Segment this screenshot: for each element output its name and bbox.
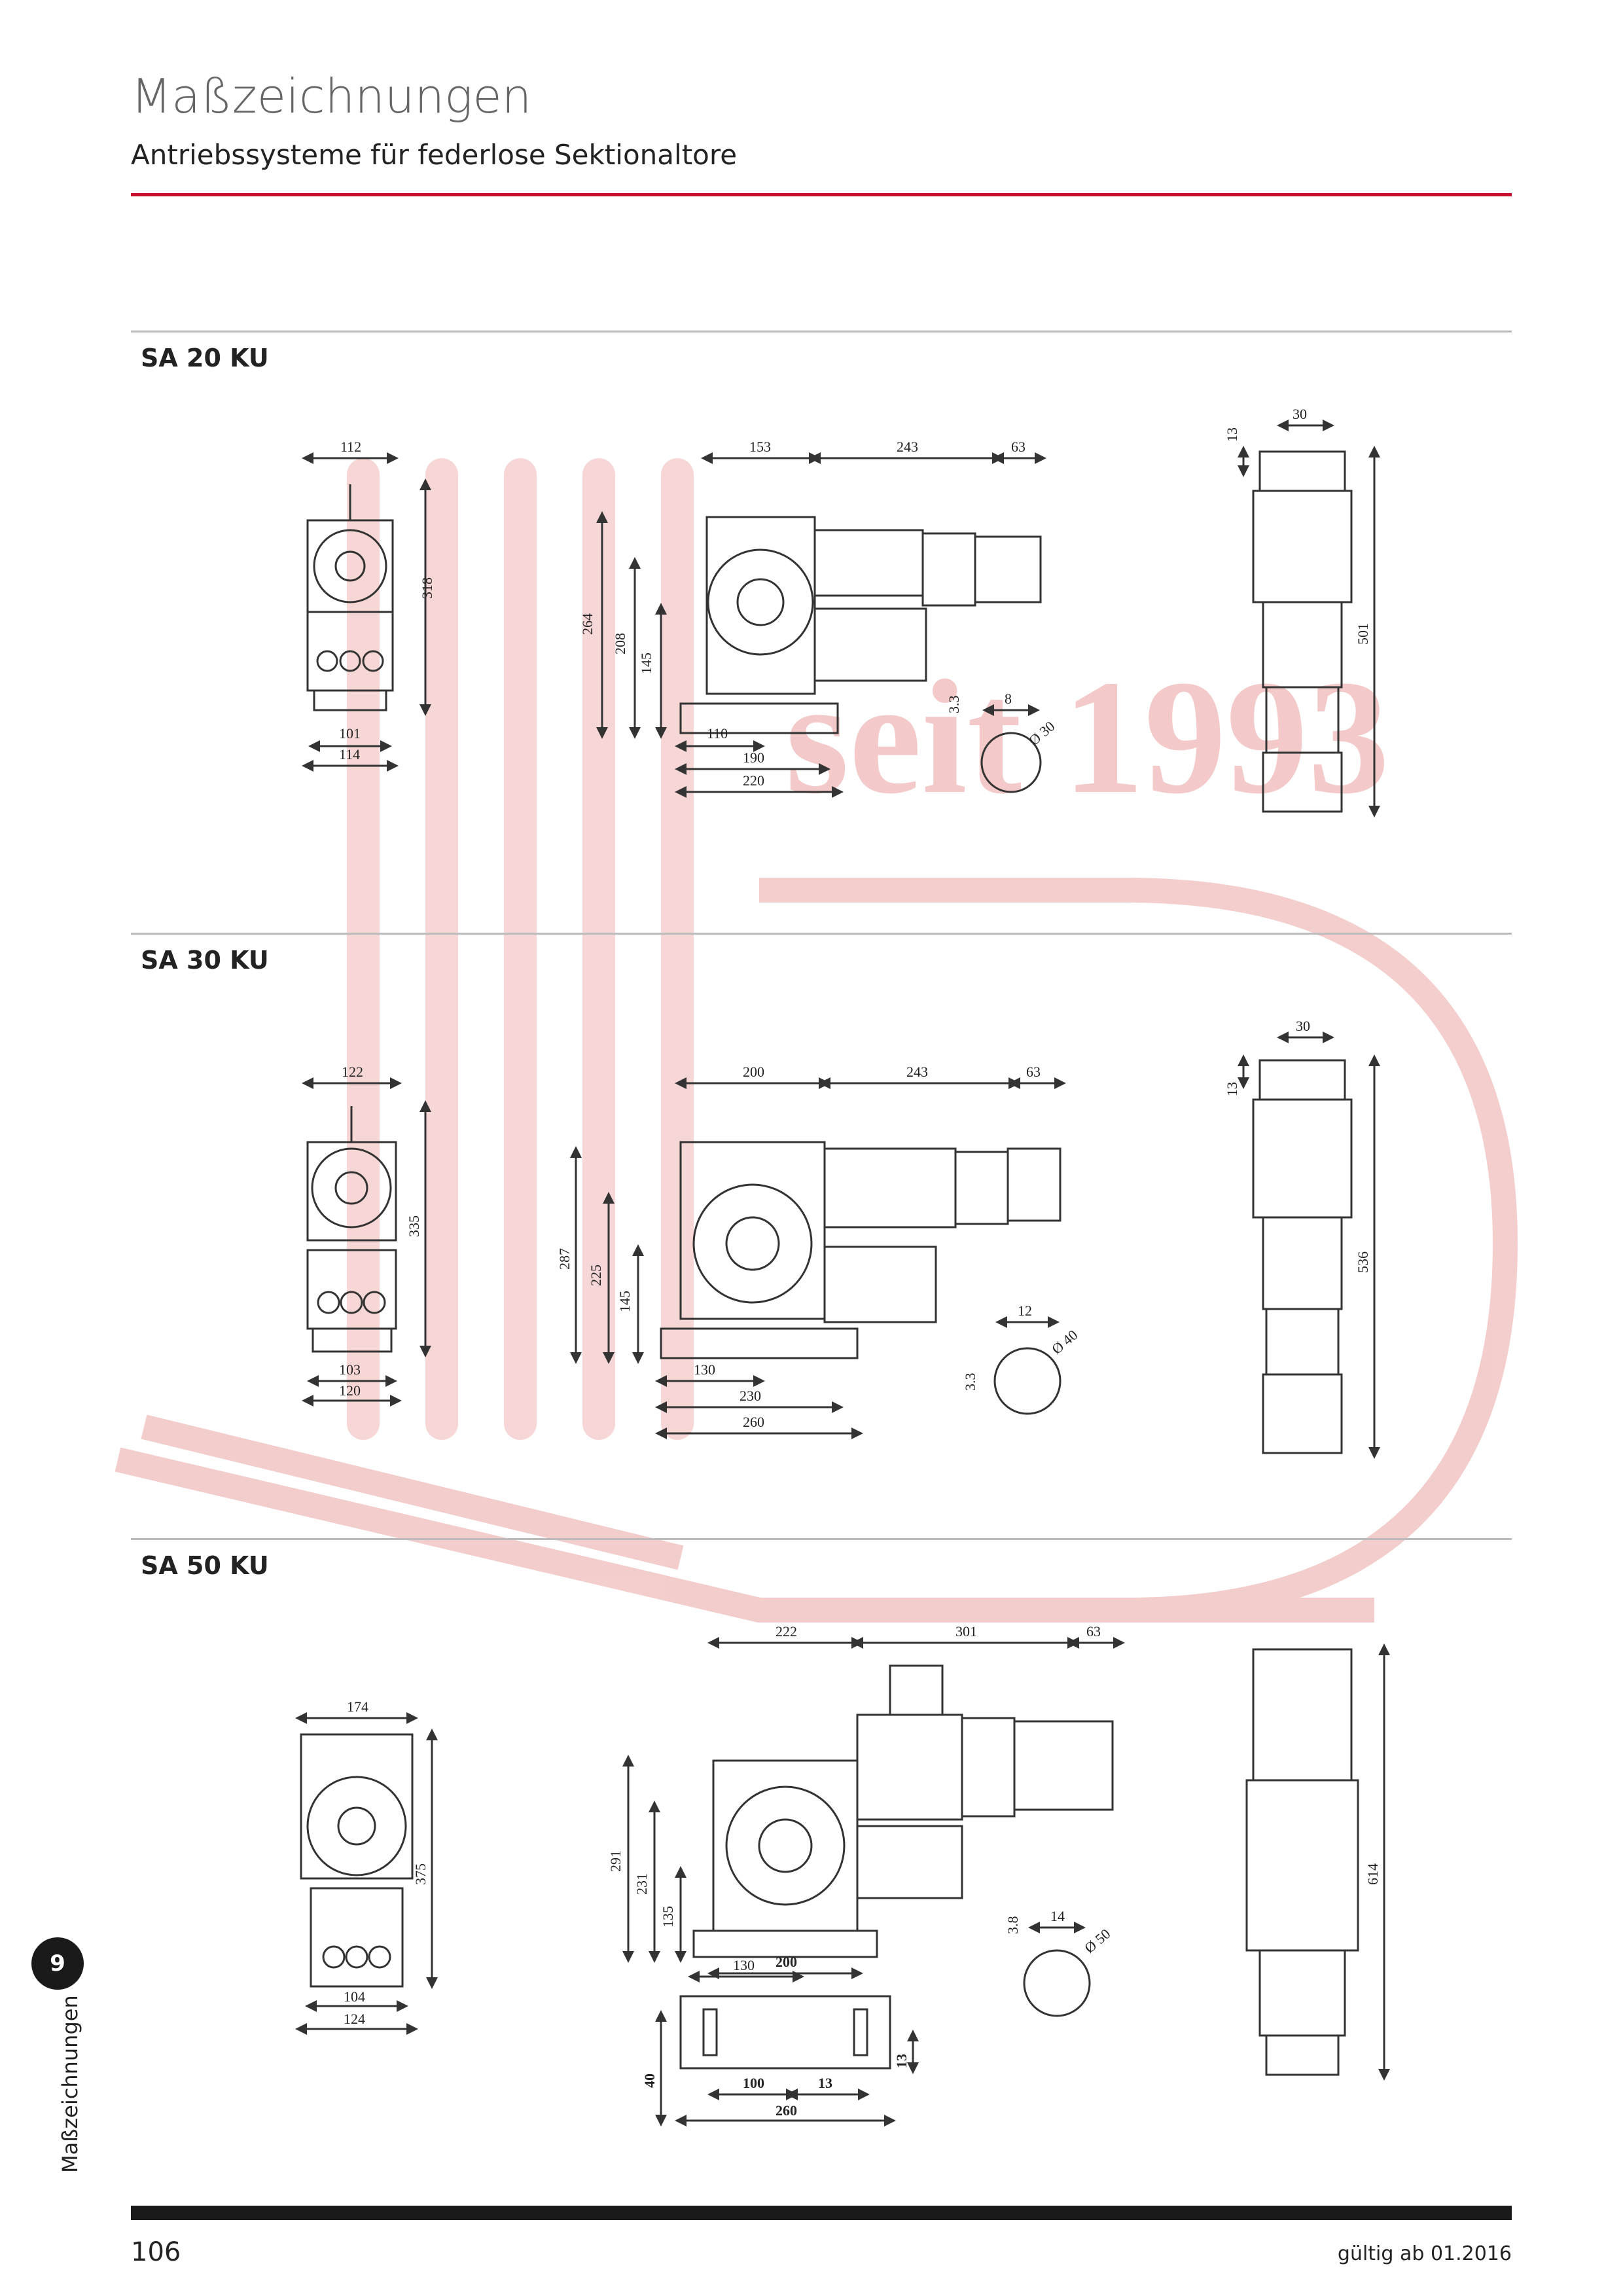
dim-label: 200 xyxy=(776,1954,797,1970)
dim-label: 14 xyxy=(1050,1908,1065,1924)
section-divider xyxy=(131,331,1512,332)
dim-label: 112 xyxy=(340,439,361,455)
chapter-badge: 9 xyxy=(31,1937,84,1990)
header-divider xyxy=(131,193,1512,196)
dim-label: 536 xyxy=(1355,1251,1371,1273)
dim-label: 174 xyxy=(347,1698,368,1715)
sa30-end-view xyxy=(1238,1031,1380,1459)
dim-label: 40 xyxy=(641,2073,658,2088)
sa30-front-view xyxy=(302,1077,431,1407)
dim-label: Ø 30 xyxy=(1026,718,1058,749)
sa20-shaft xyxy=(980,704,1042,793)
dim-label: 122 xyxy=(342,1064,363,1080)
sa20-side-view xyxy=(596,452,1046,798)
dim-label: 13 xyxy=(1224,1082,1240,1096)
dim-label: Ø 50 xyxy=(1081,1926,1113,1956)
watermark-text: seit 1993 xyxy=(785,647,1389,828)
dim-label: 243 xyxy=(906,1064,928,1080)
dim-label: 103 xyxy=(339,1361,361,1378)
dim-label: 12 xyxy=(1018,1302,1032,1319)
footer-bar xyxy=(131,2206,1512,2220)
dim-label: 291 xyxy=(607,1850,624,1872)
dim-label: 30 xyxy=(1296,1018,1310,1034)
sa50-front-view xyxy=(295,1712,438,2035)
dim-label: 318 xyxy=(419,577,435,599)
dim-label: 145 xyxy=(616,1291,633,1312)
dim-label: 190 xyxy=(743,749,764,766)
dim-label: 225 xyxy=(588,1265,604,1286)
dim-label: 260 xyxy=(776,2102,797,2119)
dim-label: 63 xyxy=(1011,439,1026,455)
dim-label: 145 xyxy=(638,653,654,674)
dim-label: 110 xyxy=(707,725,728,742)
dim-label: 135 xyxy=(660,1906,676,1928)
dim-label: 335 xyxy=(406,1215,422,1237)
dim-label: 208 xyxy=(612,633,628,655)
section-title-sa20: SA 20 KU xyxy=(141,344,269,372)
dim-label: 375 xyxy=(412,1863,429,1885)
dim-label: 130 xyxy=(733,1957,755,1973)
dim-label: 120 xyxy=(339,1382,361,1399)
dim-label: 30 xyxy=(1293,406,1307,422)
dim-label: 231 xyxy=(633,1873,650,1895)
dim-label: 230 xyxy=(740,1388,761,1404)
dim-label: 3.8 xyxy=(1005,1916,1021,1935)
dim-label: 3.3 xyxy=(946,696,962,714)
section-divider xyxy=(131,1538,1512,1540)
dim-label: 114 xyxy=(339,746,360,762)
dim-label: 13 xyxy=(893,2054,910,2068)
dim-label: 220 xyxy=(743,772,764,789)
dim-label: 260 xyxy=(743,1414,764,1430)
validity-note: gültig ab 01.2016 xyxy=(1337,2242,1512,2265)
sa30-shaft xyxy=(993,1316,1061,1415)
dim-label: 614 xyxy=(1364,1863,1381,1885)
sa30-side-view xyxy=(570,1077,1066,1439)
dim-label: 222 xyxy=(776,1623,797,1640)
dim-label: 63 xyxy=(1086,1623,1101,1640)
dim-label: 264 xyxy=(579,613,596,635)
sa20-front-view xyxy=(302,452,431,772)
sa50-shaft xyxy=(1023,1922,1091,2017)
dim-label: 501 xyxy=(1355,623,1371,645)
page-subtitle: Antriebssysteme für federlose Sektionalt… xyxy=(131,139,738,171)
section-title-sa50: SA 50 KU xyxy=(141,1551,269,1580)
chapter-label: Maßzeichnungen xyxy=(58,1995,82,2173)
dim-label: 301 xyxy=(955,1623,977,1640)
sa50-end-view xyxy=(1245,1643,1390,2081)
page-title: Maßzeichnungen xyxy=(131,69,532,124)
dim-label: 104 xyxy=(344,1988,365,2005)
dim-label: 124 xyxy=(344,2011,365,2027)
dim-label: 153 xyxy=(749,439,771,455)
section-divider xyxy=(131,933,1512,935)
dim-label: 63 xyxy=(1026,1064,1041,1080)
dim-label: 287 xyxy=(556,1248,573,1270)
dim-label: 100 xyxy=(743,2075,764,2091)
dim-label: 101 xyxy=(339,725,361,742)
dim-label: 243 xyxy=(897,439,918,455)
dim-label: 3.3 xyxy=(962,1373,978,1391)
dim-label: 13 xyxy=(1224,427,1240,442)
dim-label: 8 xyxy=(1005,691,1012,707)
dim-label: Ø 40 xyxy=(1048,1327,1080,1357)
dim-label: 200 xyxy=(743,1064,764,1080)
dim-label: 130 xyxy=(694,1361,715,1378)
section-title-sa30: SA 30 KU xyxy=(141,946,269,975)
dim-label: 13 xyxy=(818,2075,832,2091)
sa20-end-view xyxy=(1238,420,1380,817)
page-number: 106 xyxy=(131,2237,181,2267)
sa50-base-plate xyxy=(655,1967,919,2126)
